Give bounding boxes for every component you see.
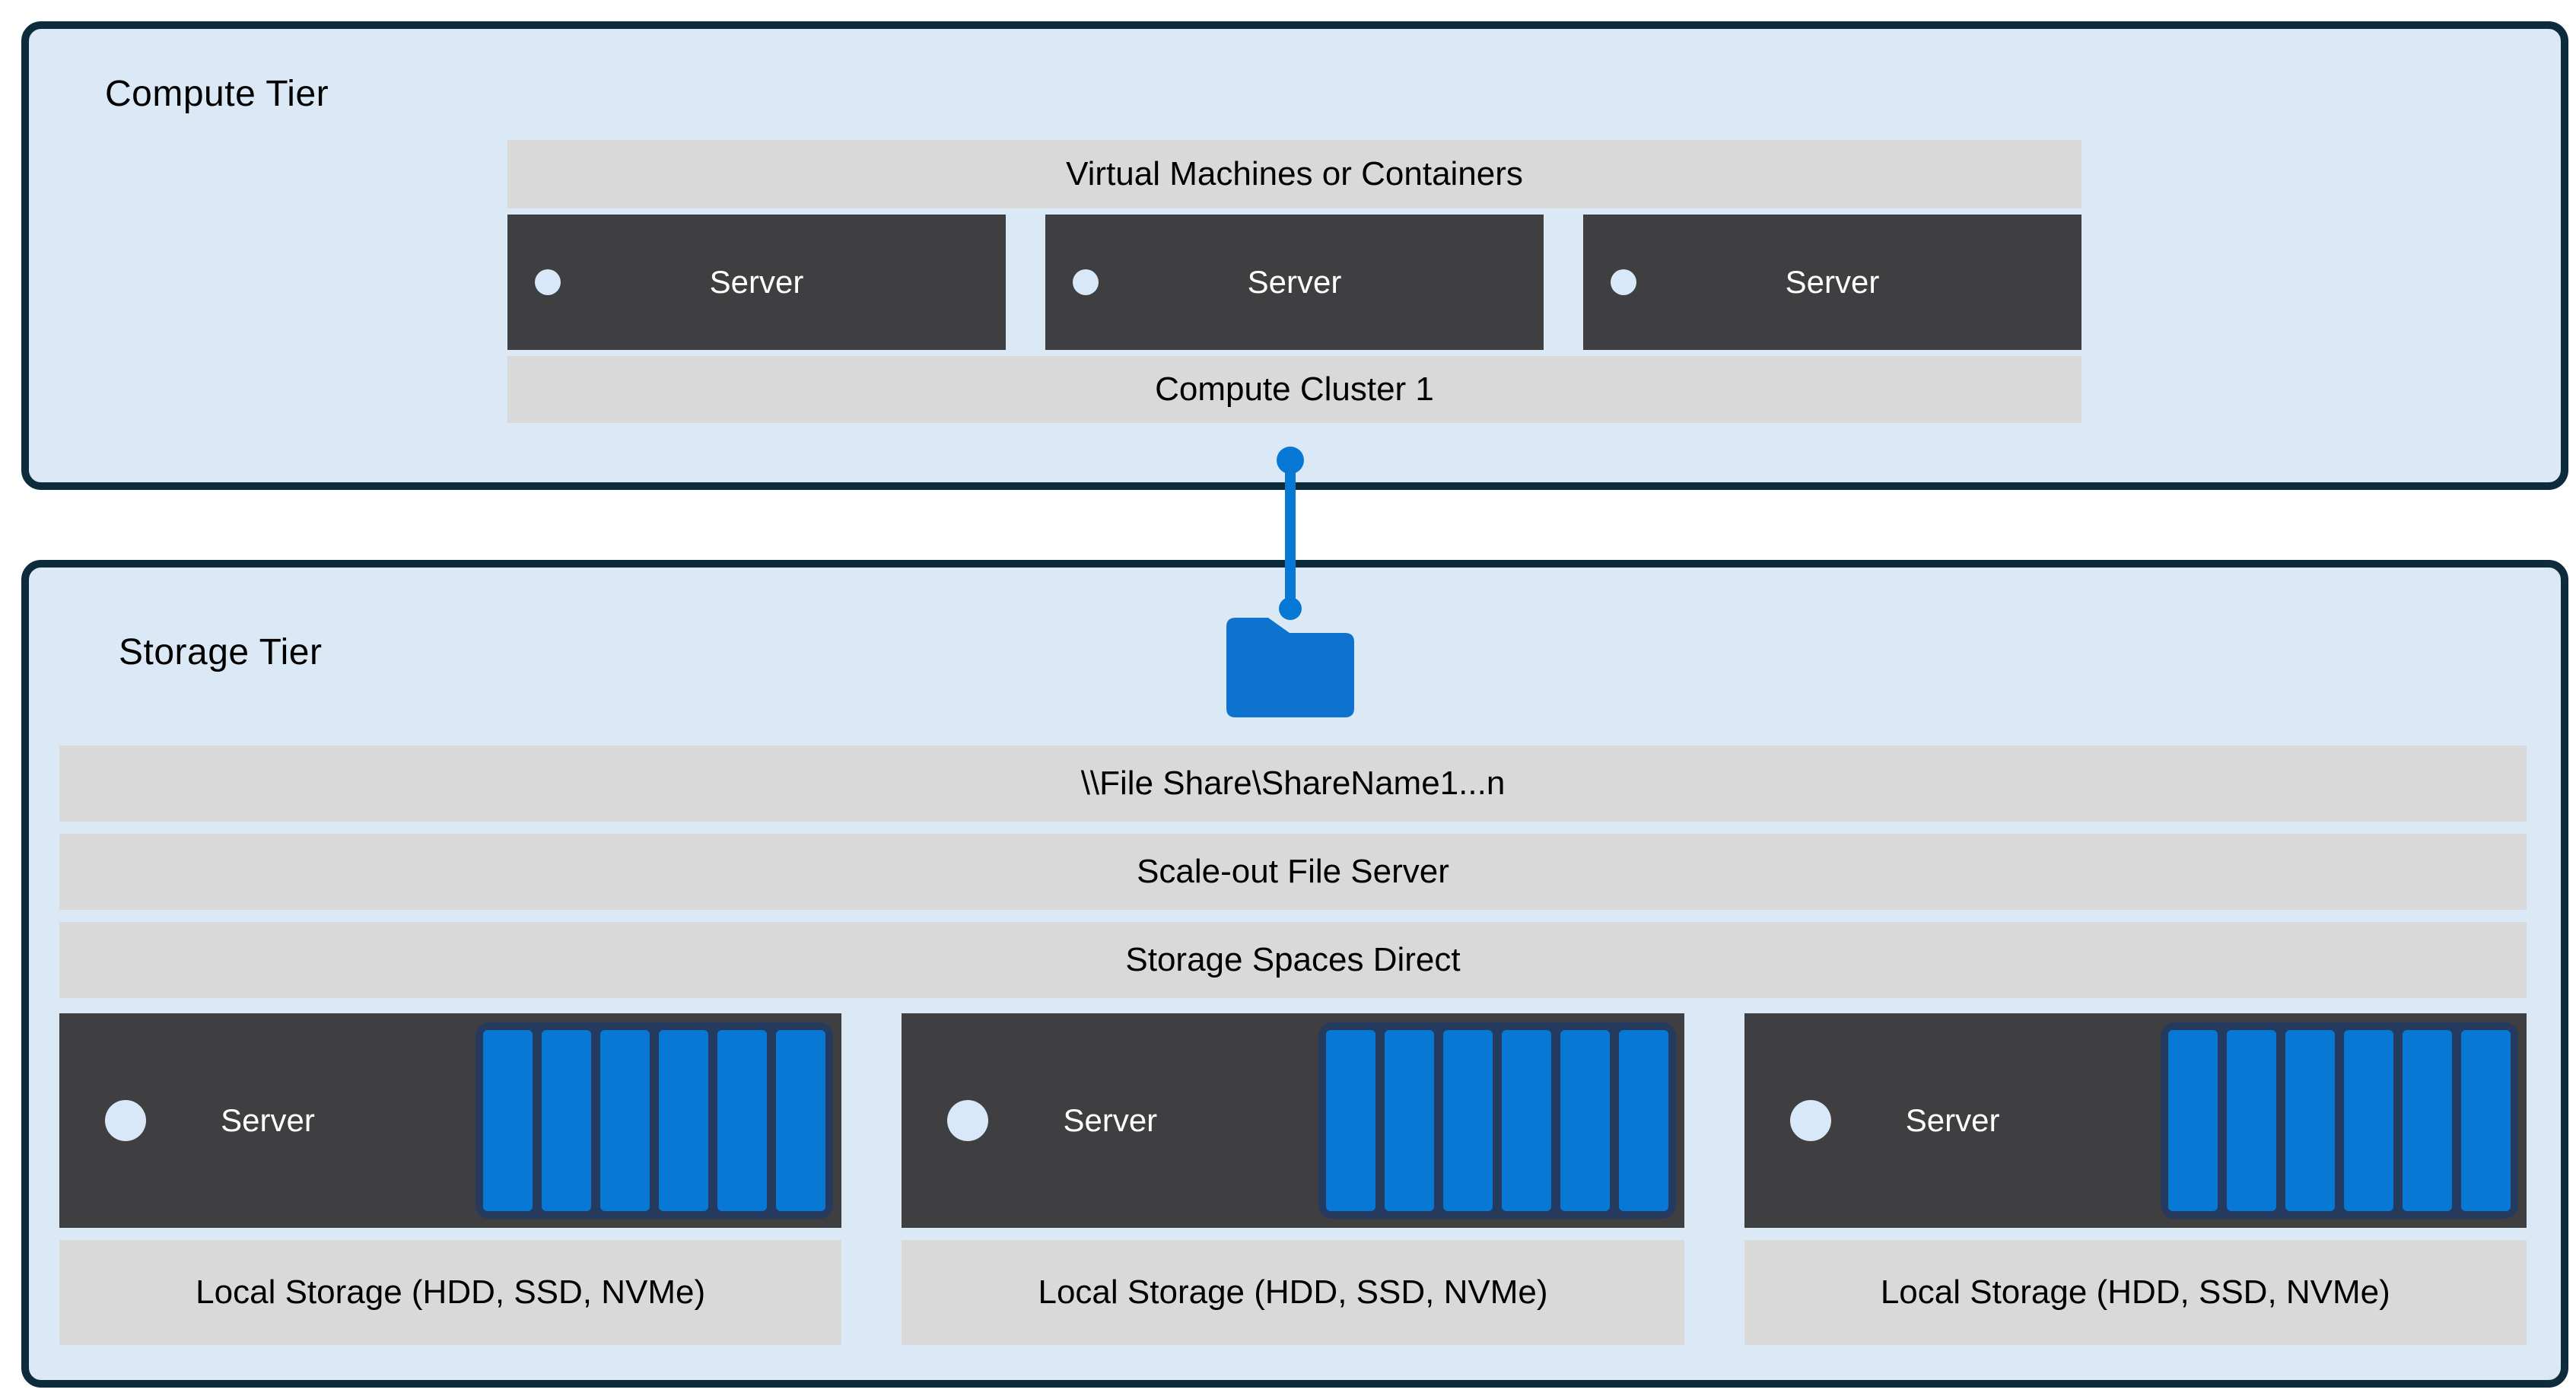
storage-server-node: Server (1744, 1013, 2527, 1228)
local-storage-bar: Local Storage (HDD, SSD, NVMe) (902, 1240, 1684, 1345)
disk-icon (2226, 1030, 2276, 1211)
server-label: Server (221, 1102, 315, 1138)
server-label: Server (709, 264, 804, 300)
disk-icon (1618, 1030, 1668, 1211)
connector-dot-bottom (1279, 597, 1302, 620)
disk-icon (2460, 1030, 2511, 1211)
disk-icon (659, 1030, 709, 1211)
file-share-bar: \\File Share\ShareName1...n (59, 746, 2527, 822)
server-label: Server (1785, 264, 1880, 300)
storage-server-node: Server (59, 1013, 842, 1228)
disk-icon (1501, 1030, 1551, 1211)
storage-tier-title: Storage Tier (119, 632, 323, 672)
disk-icon (542, 1030, 592, 1211)
storage-server-node: Server (902, 1013, 1684, 1228)
disk-icon (1325, 1030, 1375, 1211)
server-label: Server (1063, 1102, 1158, 1138)
power-indicator-icon (105, 1100, 146, 1141)
disk-array (475, 1022, 834, 1219)
storage-spaces-direct-bar: Storage Spaces Direct (59, 922, 2527, 998)
vm-or-containers-bar: Virtual Machines or Containers (507, 140, 2081, 208)
compute-tier-title: Compute Tier (105, 74, 329, 114)
scale-out-file-server-label: Scale-out File Server (1137, 853, 1449, 890)
compute-server-node: Server (1583, 215, 2081, 350)
compute-server-node: Server (507, 215, 1006, 350)
compute-server-row: Server Server Server (507, 215, 2081, 350)
local-storage-bar: Local Storage (HDD, SSD, NVMe) (59, 1240, 842, 1345)
disk-icon (483, 1030, 533, 1211)
storage-spaces-direct-label: Storage Spaces Direct (1125, 941, 1461, 978)
power-indicator-icon (1611, 269, 1636, 295)
compute-cluster-bar: Compute Cluster 1 (507, 356, 2081, 423)
power-indicator-icon (1789, 1100, 1831, 1141)
disk-icon (776, 1030, 826, 1211)
disk-icon (717, 1030, 768, 1211)
connector-dot-top (1277, 447, 1304, 474)
disk-array (2160, 1022, 2518, 1219)
scale-out-file-server-bar: Scale-out File Server (59, 834, 2527, 910)
disk-icon (1442, 1030, 1493, 1211)
folder-icon (1226, 618, 1354, 717)
disk-icon (600, 1030, 650, 1211)
server-label: Server (1247, 264, 1342, 300)
local-storage-row: Local Storage (HDD, SSD, NVMe) Local Sto… (59, 1240, 2527, 1345)
server-label: Server (1905, 1102, 2000, 1138)
disk-icon (1384, 1030, 1434, 1211)
compute-cluster-label: Compute Cluster 1 (1155, 370, 1434, 408)
disk-icon (2167, 1030, 2218, 1211)
disk-array (1318, 1022, 1676, 1219)
power-indicator-icon (947, 1100, 989, 1141)
local-storage-bar: Local Storage (HDD, SSD, NVMe) (1744, 1240, 2527, 1345)
disk-icon (2343, 1030, 2393, 1211)
disk-icon (1560, 1030, 1610, 1211)
connector-line (1285, 460, 1296, 612)
disk-icon (2402, 1030, 2452, 1211)
local-storage-label: Local Storage (HDD, SSD, NVMe) (1038, 1273, 1548, 1311)
local-storage-label: Local Storage (HDD, SSD, NVMe) (196, 1273, 706, 1311)
local-storage-label: Local Storage (HDD, SSD, NVMe) (1880, 1273, 2390, 1311)
vm-or-containers-label: Virtual Machines or Containers (1066, 155, 1523, 192)
power-indicator-icon (1073, 269, 1099, 295)
file-share-label: \\File Share\ShareName1...n (1080, 765, 1506, 802)
compute-server-node: Server (1045, 215, 1544, 350)
disk-icon (2285, 1030, 2335, 1211)
storage-server-row: Server Server Server (59, 1013, 2527, 1228)
power-indicator-icon (535, 269, 561, 295)
